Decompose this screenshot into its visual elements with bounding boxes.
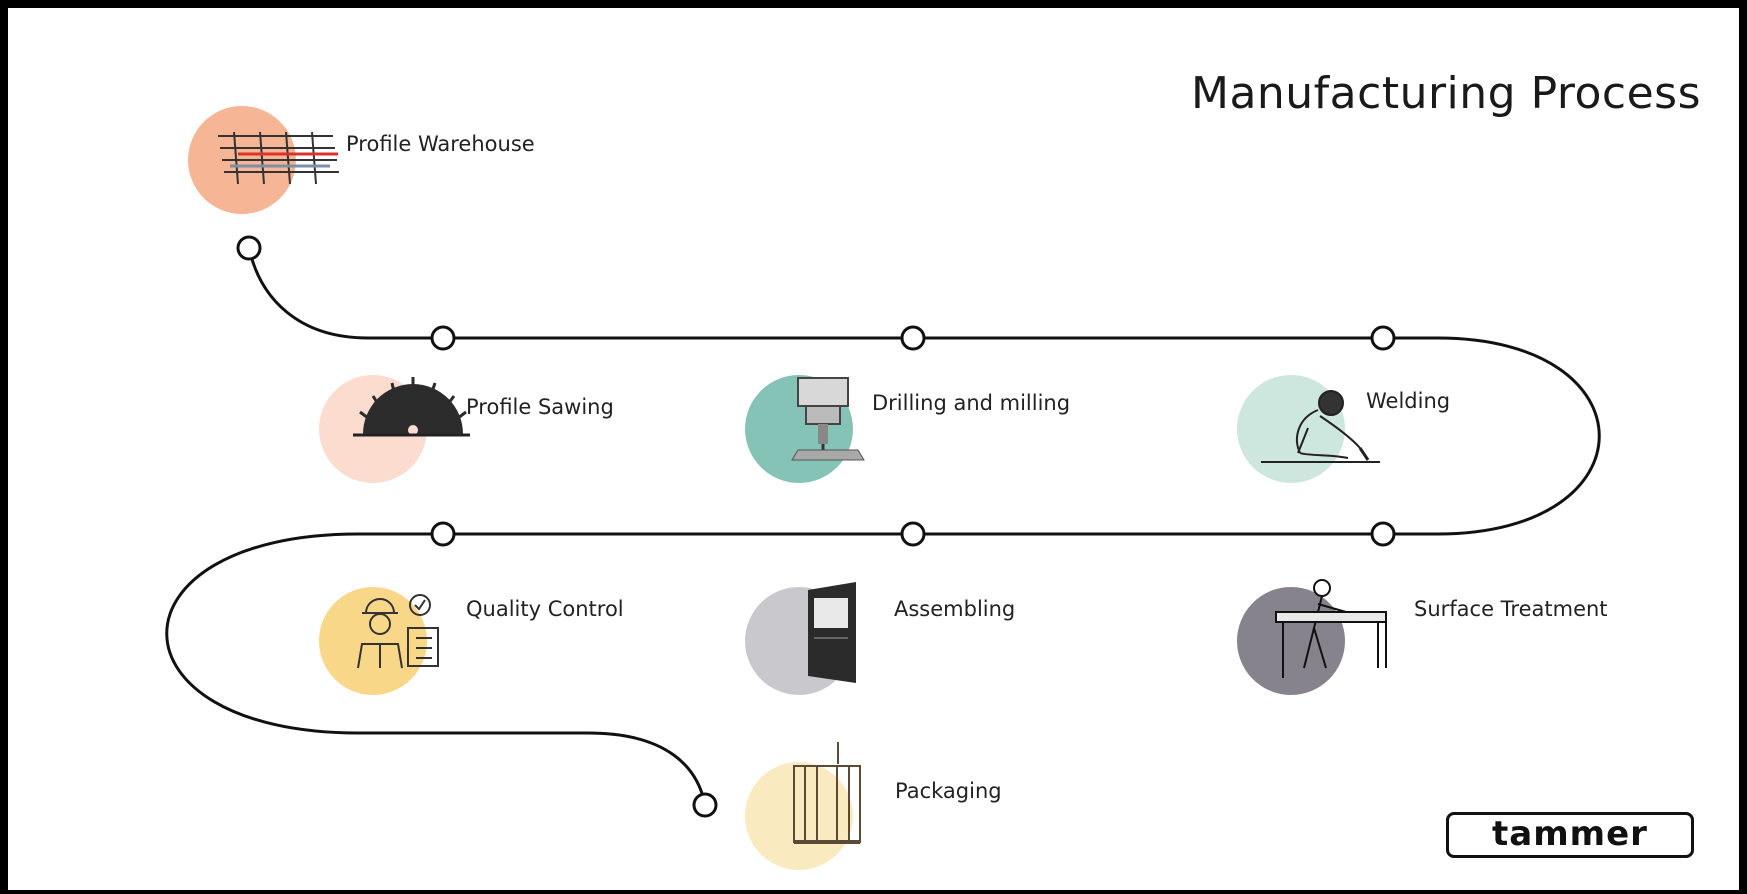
path-node [900,325,926,351]
step-label-packaging: Packaging [895,779,1002,803]
path-node [430,521,456,547]
warehouse-rack-icon [218,131,339,185]
step-label-quality-control: Quality Control [466,597,624,621]
inspector-icon [357,594,439,669]
worker-bench-icon [1275,579,1387,678]
door-icon [808,582,856,683]
step-label-welding: Welding [1366,389,1451,413]
brand-logo: tammer [1446,812,1694,858]
path-node [236,235,262,261]
step-label-surface-treatment: Surface Treatment [1414,597,1608,621]
path-node [1370,325,1396,351]
step-label-profile-warehouse: Profile Warehouse [346,132,535,156]
crate-icon [793,742,861,844]
process-path [165,247,1601,806]
step-label-profile-sawing: Profile Sawing [466,395,614,419]
step-circle-quality-control [319,587,427,695]
drill-press-icon [791,377,865,461]
path-node [430,325,456,351]
path-node [692,792,718,818]
path-node [1370,521,1396,547]
step-label-drilling-and-milling: Drilling and milling [872,391,1071,415]
welder-icon [1261,390,1380,463]
page-title: Manufacturing Process [1190,68,1701,119]
step-circle-surface-treatment [1237,587,1345,695]
process-diagram [165,106,1601,870]
saw-blade-icon [353,377,470,437]
step-label-assembling: Assembling [894,597,1016,621]
path-node [900,521,926,547]
